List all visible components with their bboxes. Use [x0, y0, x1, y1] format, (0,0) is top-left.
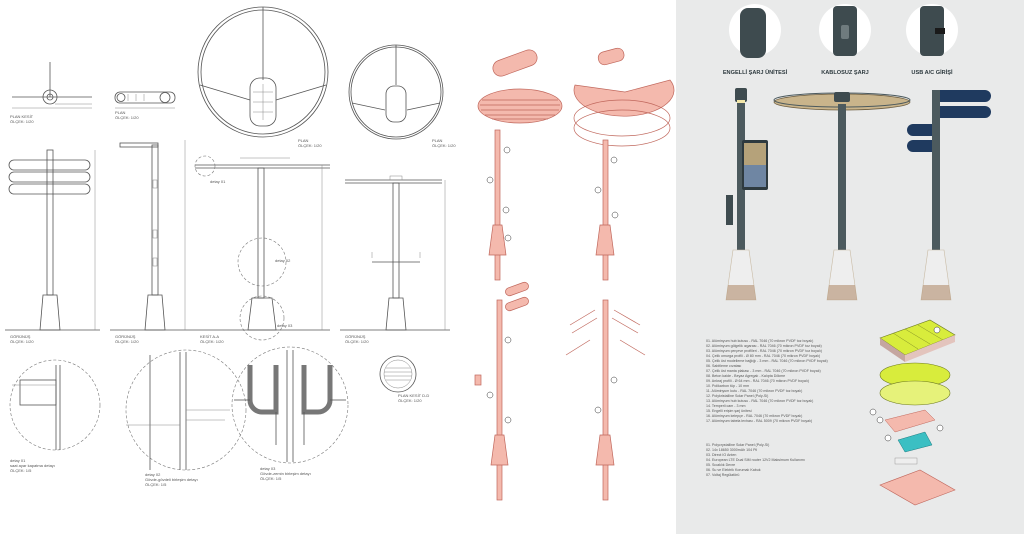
exploded-view-sign-1	[474, 281, 529, 501]
svg-text:detay 01: detay 01	[210, 179, 226, 184]
svg-text:05. Çelik üst modelleme bağlığ: 05. Çelik üst modelleme bağlığı - 3 mm -…	[706, 359, 828, 363]
plan-section-drawing: PLAN KESİT ÖLÇEK: 1/20	[10, 62, 92, 124]
feature-usb-port: USB A/C GİRİŞİ	[906, 4, 958, 76]
svg-text:USB A/C GİRİŞİ: USB A/C GİRİŞİ	[911, 69, 953, 76]
detail-03-drawing: detay 03 Gövde-zemin birleşim detayı ÖLÇ…	[231, 346, 349, 481]
exploded-view-canopy-1	[477, 49, 563, 281]
svg-text:PLAN: PLAN	[115, 110, 126, 115]
svg-text:detay 02: detay 02	[275, 258, 291, 263]
svg-text:ÖLÇEK: 1/20: ÖLÇEK: 1/20	[432, 143, 456, 148]
svg-text:detay 02: detay 02	[145, 472, 161, 477]
svg-text:Gövde-zemin birleşim detayı: Gövde-zemin birleşim detayı	[260, 471, 311, 476]
plan-large-2-drawing: PLAN ÖLÇEK: 1/20	[348, 44, 456, 148]
plan-large-1-drawing: PLAN ÖLÇEK: 1/20	[197, 6, 329, 148]
svg-text:10. Polikarbon tüp - 10 mm: 10. Polikarbon tüp - 10 mm	[706, 384, 749, 388]
svg-text:04. European LTE Dual SIM rout: 04. European LTE Dual SIM router 12V2 Ma…	[706, 458, 805, 462]
svg-text:ÖLÇEK: 1/20: ÖLÇEK: 1/20	[115, 115, 139, 120]
plan-small-drawing: PLAN ÖLÇEK: 1/20	[114, 91, 176, 120]
svg-text:17. Alüminyum tabela levhası -: 17. Alüminyum tabela levhası - RAL 5009 …	[706, 419, 812, 423]
svg-text:Gövde-gövdeli birleşim detayı: Gövde-gövdeli birleşim detayı	[145, 477, 198, 482]
svg-text:03. Alüminyum çerçeve profille: 03. Alüminyum çerçeve profilleri - RAL 7…	[706, 349, 822, 353]
elevation-2-drawing: GÖRÜNÜŞ ÖLÇEK: 1/20	[110, 140, 190, 344]
svg-text:ÖLÇEK: 1/5: ÖLÇEK: 1/5	[10, 468, 32, 473]
svg-text:detay 01: detay 01	[10, 458, 26, 463]
feature-wireless-charging: KABLOSUZ ŞARJ	[819, 4, 871, 76]
svg-text:07. Çelik üst manta plakası -: 07. Çelik üst manta plakası - 3 mm - RAL…	[706, 369, 821, 373]
svg-text:GÖRÜNÜŞ: GÖRÜNÜŞ	[10, 334, 31, 339]
exploded-electronics-module	[869, 319, 956, 506]
svg-text:ÖLÇEK: 1/20: ÖLÇEK: 1/20	[345, 339, 369, 344]
plan-section-dd-drawing: PLAN KESİT D-D ÖLÇEK: 1/20	[379, 355, 429, 403]
legend-electronics: 01. Polycrystalline Solar Panel (Poly-Si…	[706, 443, 805, 477]
svg-text:ÖLÇEK: 1/20: ÖLÇEK: 1/20	[398, 398, 422, 403]
svg-text:09. Ankraj profili - Ø 64 mm -: 09. Ankraj profili - Ø 64 mm - RAL 7046 …	[706, 379, 809, 383]
svg-text:06. Su ve Elektrik Korumalı Ka: 06. Su ve Elektrik Korumalı Kabuk	[706, 468, 761, 472]
detail-02-drawing: detay 02 Gövde-gövdeli birleşim detayı Ö…	[125, 349, 247, 487]
svg-text:PLAN KESİT D-D: PLAN KESİT D-D	[398, 393, 429, 398]
svg-text:saat ayar kapatma detayı: saat ayar kapatma detayı	[10, 463, 55, 468]
svg-text:ÖLÇEK: 1/5: ÖLÇEK: 1/5	[145, 482, 167, 487]
svg-text:ÖLÇEK: 1/20: ÖLÇEK: 1/20	[10, 339, 34, 344]
svg-text:detay 03: detay 03	[277, 323, 293, 328]
svg-text:GÖRÜNÜŞ: GÖRÜNÜŞ	[115, 334, 136, 339]
svg-text:07. Voltaj Regülatörü: 07. Voltaj Regülatörü	[706, 473, 739, 477]
svg-text:01. Alüminyum hub kutusu - RAL: 01. Alüminyum hub kutusu - RAL 7046 (70 …	[706, 339, 813, 343]
usb-port-icon	[920, 6, 944, 56]
svg-text:12. Polykristalline Solar Pane: 12. Polykristalline Solar Panel (Poly-Si…	[706, 394, 768, 398]
svg-text:ÖLÇEK: 1/20: ÖLÇEK: 1/20	[10, 119, 34, 124]
disabled-charging-unit-icon	[740, 8, 766, 58]
elevation-1-drawing: GÖRÜNÜŞ ÖLÇEK: 1/20	[5, 149, 100, 344]
feature-disabled-charging: ENGELLİ ŞARJ ÜNİTESİ	[723, 4, 788, 76]
svg-text:ÖLÇEK: 1/20: ÖLÇEK: 1/20	[200, 339, 224, 344]
svg-text:ÖLÇEK: 1/20: ÖLÇEK: 1/20	[298, 143, 322, 148]
svg-text:11. Alüminyum kutu - RAL 7046: 11. Alüminyum kutu - RAL 7046 (70 mikron…	[706, 389, 802, 393]
render-sign-pole	[907, 90, 991, 301]
svg-text:04. Çelik omurga profili - Ø 8: 04. Çelik omurga profili - Ø 80 mm - RAL…	[706, 354, 820, 358]
svg-text:KABLOSUZ ŞARJ: KABLOSUZ ŞARJ	[821, 70, 869, 76]
svg-text:GÖRÜNÜŞ: GÖRÜNÜŞ	[345, 334, 366, 339]
svg-text:05. Sıcaklık Devre: 05. Sıcaklık Devre	[706, 463, 735, 467]
svg-text:08. Beton kaide - Beyaz Agrega: 08. Beton kaide - Beyaz Agregalı - Kalıp…	[706, 374, 785, 378]
svg-text:15. Engelli erişim şarj ünites: 15. Engelli erişim şarj ünitesi	[706, 409, 752, 413]
exploded-view-canopy-2	[573, 47, 675, 281]
svg-text:ÖLÇEK: 1/20: ÖLÇEK: 1/20	[115, 339, 139, 344]
svg-text:ÖLÇEK: 1/5: ÖLÇEK: 1/5	[260, 476, 282, 481]
render-lamp-pole	[725, 88, 768, 301]
elevation-3-drawing: GÖRÜNÜŞ ÖLÇEK: 1/20	[340, 175, 450, 344]
svg-text:ENGELLİ ŞARJ ÜNİTESİ: ENGELLİ ŞARJ ÜNİTESİ	[723, 69, 788, 76]
exploded-view-sign-2	[565, 299, 646, 501]
render-canopy-pole	[773, 92, 911, 301]
legend-materials: 01. Alüminyum hub kutusu - RAL 7046 (70 …	[706, 339, 828, 423]
svg-text:13. Alüminyum hub kutusu - RAL: 13. Alüminyum hub kutusu - RAL 7046 (70 …	[706, 399, 813, 403]
section-aa-drawing: detay 01 detay 02 detay 03 KESİT A-A ÖLÇ…	[190, 155, 330, 344]
svg-text:01. Polycrystalline Solar Pane: 01. Polycrystalline Solar Panel (Poly-Si…	[706, 443, 769, 447]
svg-text:PLAN: PLAN	[432, 138, 443, 143]
svg-text:06. Sabitleme cıvatası: 06. Sabitleme cıvatası	[706, 364, 741, 368]
svg-text:PLAN KESİT: PLAN KESİT	[10, 114, 34, 119]
svg-text:KESİT A-A: KESİT A-A	[200, 334, 219, 339]
svg-text:02. 14x 18650 3000mAh 104 Pil: 02. 14x 18650 3000mAh 104 Pil	[706, 448, 757, 452]
svg-text:03. Direct IO Anten: 03. Direct IO Anten	[706, 453, 736, 457]
svg-text:02. Alüminyum gölgelik ızgaras: 02. Alüminyum gölgelik ızgarası - RAL 70…	[706, 344, 822, 348]
svg-text:14. Temperli cam - 3 mm: 14. Temperli cam - 3 mm	[706, 404, 745, 408]
svg-text:PLAN: PLAN	[298, 138, 309, 143]
detail-01-drawing: detay 01 saat ayar kapatma detayı ÖLÇEK:…	[9, 359, 101, 473]
svg-text:detay 03: detay 03	[260, 466, 276, 471]
svg-text:16. Alüminyum kelepçe - RAL 70: 16. Alüminyum kelepçe - RAL 7046 (70 mik…	[706, 414, 802, 418]
